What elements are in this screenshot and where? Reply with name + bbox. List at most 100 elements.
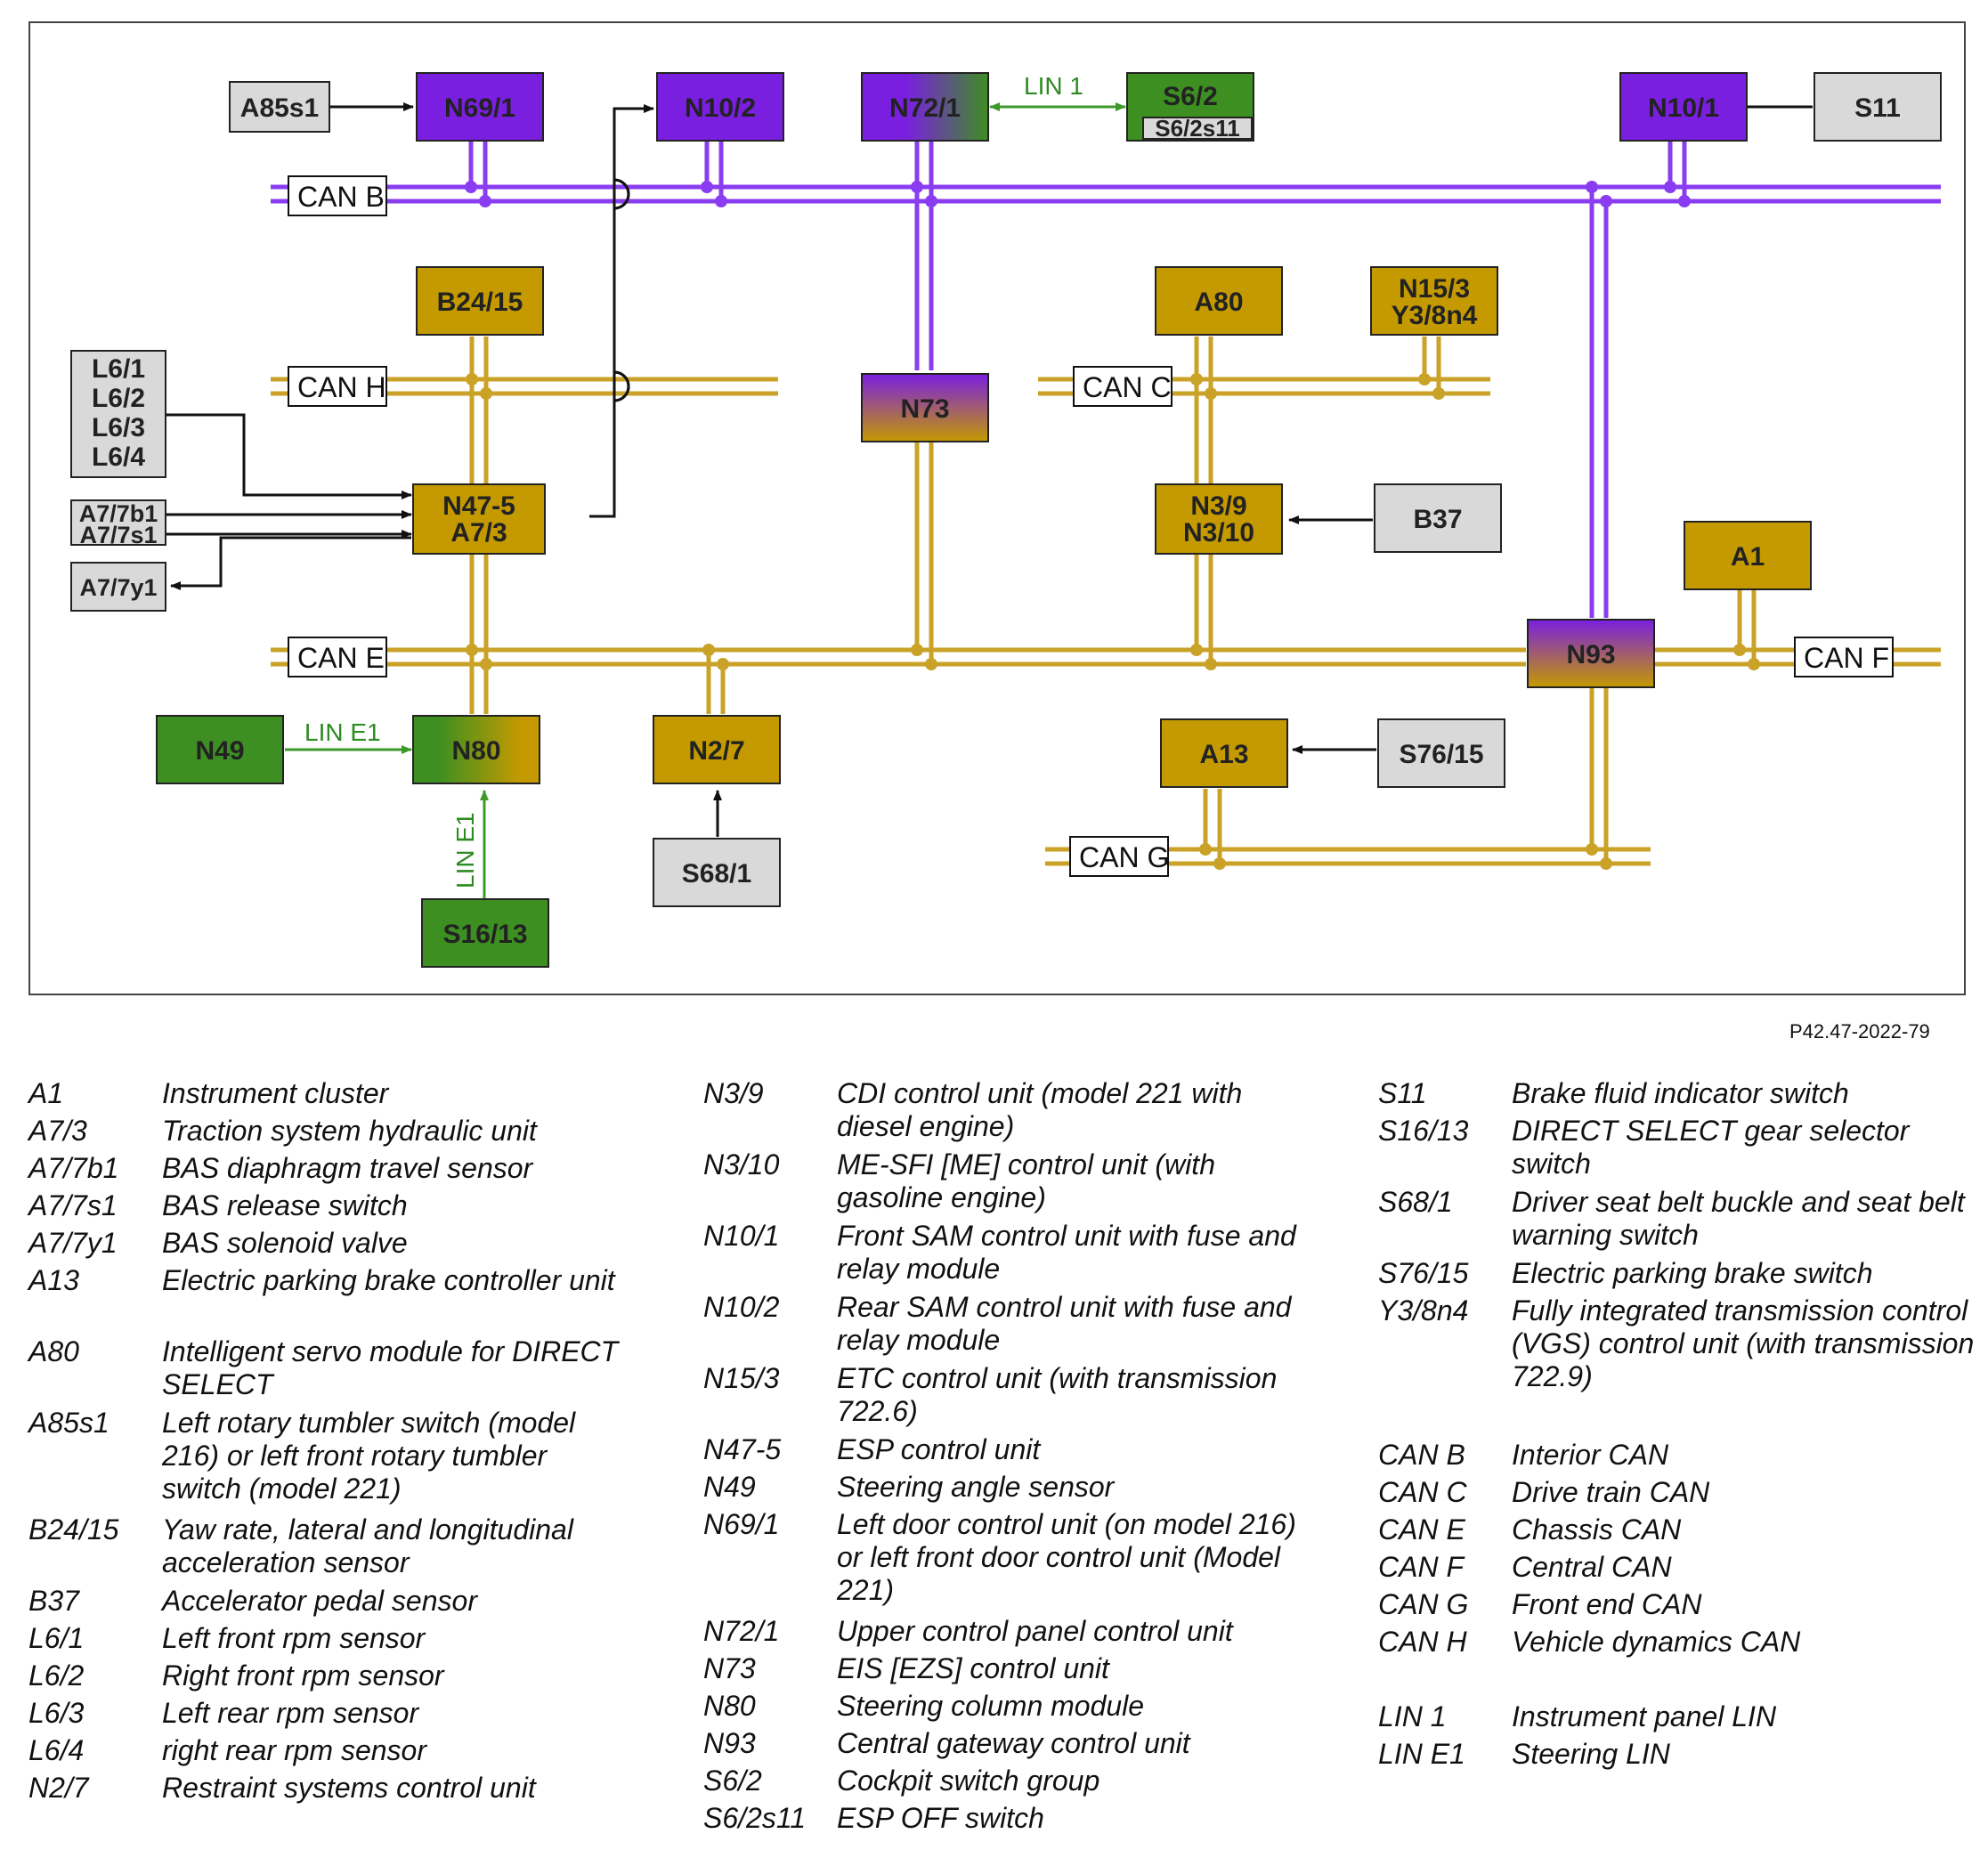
node-n73: N73: [861, 373, 989, 442]
legend-code: S6/2: [703, 1765, 762, 1797]
node-a80: A80: [1155, 266, 1283, 336]
legend-description: Upper control panel control unit: [837, 1615, 1233, 1647]
node-b37-label: B37: [1413, 505, 1462, 534]
legend-code: N49: [703, 1471, 756, 1503]
can-g-label: CAN G: [1079, 841, 1169, 873]
legend-code: N2/7: [28, 1772, 89, 1804]
legend-code: Y3/8n4: [1378, 1294, 1469, 1327]
legend-code: S11: [1378, 1077, 1427, 1109]
legend-code: L6/2: [28, 1659, 85, 1692]
legend-description: Right front rpm sensor: [162, 1659, 444, 1692]
legend-description: BAS solenoid valve: [162, 1227, 408, 1259]
can-e-bus: [271, 647, 1526, 667]
legend-code: S16/13: [1378, 1115, 1469, 1147]
node-n15-3-label: N15/3: [1399, 274, 1470, 304]
legend-description: Brake fluid indicator switch: [1512, 1077, 1849, 1109]
legend-description: Driver seat belt buckle and seat belt wa…: [1512, 1186, 1965, 1251]
legend-code: L6/3: [28, 1697, 85, 1729]
node-n80-label: N80: [451, 736, 500, 766]
node-l6-3-label: L6/3: [92, 413, 145, 442]
node-s6-2-label: S6/2: [1163, 82, 1218, 111]
node-a80-label: A80: [1194, 288, 1243, 317]
node-n47-5: N47-5 A7/3: [412, 483, 546, 555]
can-f-label-box: CAN F: [1794, 637, 1894, 677]
legend-code: A7/7b1: [28, 1152, 119, 1184]
node-b24-15-label: B24/15: [437, 288, 523, 317]
legend-description: Steering LIN: [1512, 1738, 1670, 1770]
node-a7-7s1-label: A7/7s1: [79, 522, 157, 548]
legend-code: N80: [703, 1690, 756, 1722]
legend-code: LIN E1: [1378, 1738, 1465, 1770]
node-s76-15-label: S76/15: [1399, 740, 1483, 769]
legend-description: ETC control unit (with transmission 722.…: [837, 1362, 1278, 1427]
node-y3-8n4-label: Y3/8n4: [1392, 301, 1478, 330]
legend-description: Restraint systems control unit: [162, 1772, 536, 1804]
legend-description: CDI control unit (model 221 with diesel …: [837, 1077, 1243, 1142]
legend-description: right rear rpm sensor: [162, 1734, 426, 1766]
node-l6-1-label: L6/1: [92, 354, 145, 384]
node-n10-1: N10/1: [1619, 72, 1748, 142]
node-s68-1: S68/1: [653, 838, 781, 907]
legend-code: A7/7s1: [28, 1189, 118, 1221]
legend-description: Accelerator pedal sensor: [162, 1585, 477, 1617]
node-n72-1-label: N72/1: [889, 93, 961, 123]
legend-description: Cockpit switch group: [837, 1765, 1100, 1797]
legend-description: Electric parking brake switch: [1512, 1257, 1873, 1289]
legend-description: Traction system hydraulic unit: [162, 1115, 537, 1147]
node-n2-7-label: N2/7: [688, 736, 744, 766]
gold-drops: [469, 337, 1757, 864]
legend-code: N10/2: [703, 1291, 780, 1323]
legend-description: Drive train CAN: [1512, 1476, 1710, 1508]
node-s11: S11: [1814, 72, 1942, 142]
legend-code: B37: [28, 1585, 79, 1617]
legend-code: N72/1: [703, 1615, 780, 1647]
legend-code: A1: [28, 1077, 64, 1109]
legend-description: Yaw rate, lateral and longitudinal accel…: [162, 1513, 573, 1578]
network-diagram: LIN 1 LIN E1 LIN E1 CAN B CAN H CAN C CA…: [70, 72, 1942, 968]
legend-description: Central gateway control unit: [837, 1727, 1190, 1759]
signal-hops: [613, 178, 630, 402]
legend-description: Interior CAN: [1512, 1439, 1669, 1471]
legend-code: A7/7y1: [28, 1227, 118, 1259]
legend-code: B24/15: [28, 1513, 119, 1546]
legend-code: A80: [28, 1335, 79, 1367]
legend-description: Left front rpm sensor: [162, 1622, 426, 1654]
can-f-label: CAN F: [1804, 642, 1889, 674]
can-e-label: CAN E: [297, 642, 385, 674]
legend-description: Front SAM control unit with fuse and rel…: [837, 1220, 1296, 1285]
node-n93: N93: [1527, 619, 1655, 688]
legend-description: Vehicle dynamics CAN: [1512, 1626, 1801, 1658]
legend-code: N3/9: [703, 1077, 764, 1109]
legend-code: S76/15: [1378, 1257, 1469, 1289]
legend-code: A7/3: [28, 1115, 87, 1147]
node-s16-13-label: S16/13: [442, 920, 527, 949]
figure-reference: P42.47-2022-79: [1789, 1020, 1930, 1043]
can-c-label-box: CAN C: [1073, 366, 1173, 407]
legend-description: Central CAN: [1512, 1551, 1672, 1583]
legend-description: ME-SFI [ME] control unit (with gasoline …: [837, 1148, 1215, 1213]
legend-code: N69/1: [703, 1508, 780, 1540]
legend-description: Fully integrated transmission control (V…: [1512, 1294, 1975, 1392]
network-diagram-frame: LIN 1 LIN E1 LIN E1 CAN B CAN H CAN C CA…: [28, 21, 1966, 995]
legend-description: Instrument cluster: [162, 1077, 389, 1109]
node-a13-label: A13: [1199, 740, 1248, 769]
node-n72-1: N72/1: [861, 72, 989, 142]
legend-code: S68/1: [1378, 1186, 1453, 1218]
legend-description: Chassis CAN: [1512, 1513, 1682, 1546]
purple-drops: [468, 139, 1687, 618]
node-b37: B37: [1374, 483, 1502, 553]
node-n15-3: N15/3 Y3/8n4: [1370, 266, 1498, 336]
node-s11-label: S11: [1854, 93, 1901, 123]
legend-description: ESP control unit: [837, 1433, 1041, 1465]
node-a7-3-label: A7/3: [450, 518, 507, 548]
node-n10-2: N10/2: [656, 72, 784, 142]
legend-description: BAS diaphragm travel sensor: [162, 1152, 533, 1184]
legend-description: BAS release switch: [162, 1189, 408, 1221]
node-s76-15: S76/15: [1377, 718, 1505, 788]
node-n10-1-label: N10/1: [1648, 93, 1719, 123]
legend-description: Instrument panel LIN: [1512, 1700, 1777, 1732]
legend-description: EIS [EZS] control unit: [837, 1652, 1109, 1684]
node-n3-10-label: N3/10: [1183, 518, 1254, 548]
can-c-label: CAN C: [1083, 371, 1172, 403]
node-s6-2s11-label: S6/2s11: [1155, 115, 1239, 142]
